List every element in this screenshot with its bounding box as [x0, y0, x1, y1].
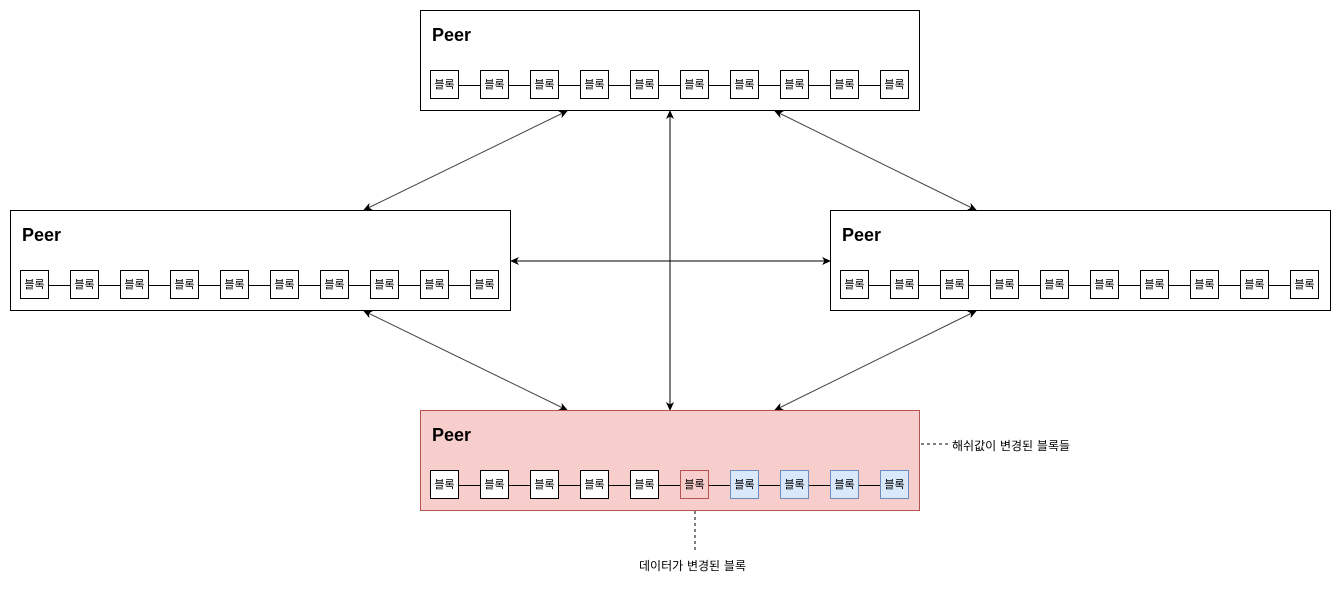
block: 블록 — [630, 70, 659, 99]
data-changed-label: 데이터가 변경된 블록 — [639, 559, 746, 573]
chain-link — [659, 485, 680, 486]
block: 블록 — [320, 270, 349, 299]
block-hash-changed: 블록 — [830, 470, 859, 499]
block: 블록 — [430, 470, 459, 499]
block: 블록 — [630, 470, 659, 499]
block: 블록 — [470, 270, 499, 299]
chain-link — [709, 85, 730, 86]
peer-left: Peer 블록 블록 블록 블록 블록 블록 블록 블록 블록 블록 — [10, 210, 511, 311]
block: 블록 — [940, 270, 969, 299]
block: 블록 — [20, 270, 49, 299]
chain-link — [559, 85, 580, 86]
block: 블록 — [170, 270, 199, 299]
chain-link — [199, 285, 220, 286]
chain-link — [1069, 285, 1090, 286]
block: 블록 — [480, 70, 509, 99]
block-chain: 블록 블록 블록 블록 블록 블록 블록 블록 블록 블록 — [430, 70, 910, 101]
chain-link — [1119, 285, 1140, 286]
block: 블록 — [430, 70, 459, 99]
block: 블록 — [840, 270, 869, 299]
edge-top-right — [774, 110, 977, 211]
block: 블록 — [270, 270, 299, 299]
chain-link — [559, 485, 580, 486]
edge-right-bottom — [774, 310, 977, 411]
chain-link — [859, 485, 880, 486]
block: 블록 — [1290, 270, 1319, 299]
block: 블록 — [370, 270, 399, 299]
peer-top: Peer 블록 블록 블록 블록 블록 블록 블록 블록 블록 블록 — [420, 10, 920, 111]
chain-link — [1019, 285, 1040, 286]
hash-changed-label: 해쉬값이 변경된 블록들 — [952, 439, 1071, 453]
chain-link — [449, 285, 470, 286]
chain-link — [809, 85, 830, 86]
peer-right: Peer 블록 블록 블록 블록 블록 블록 블록 블록 블록 블록 — [830, 210, 1331, 311]
block: 블록 — [530, 70, 559, 99]
block-hash-changed: 블록 — [730, 470, 759, 499]
block: 블록 — [1240, 270, 1269, 299]
edge-top-left — [363, 110, 568, 211]
block: 블록 — [1040, 270, 1069, 299]
chain-link — [149, 285, 170, 286]
chain-link — [299, 285, 320, 286]
peer-title: Peer — [432, 25, 472, 45]
peer-title: Peer — [842, 225, 882, 245]
block: 블록 — [120, 270, 149, 299]
chain-link — [509, 85, 530, 86]
block: 블록 — [880, 70, 909, 99]
peer-title: Peer — [22, 225, 62, 245]
block: 블록 — [730, 70, 759, 99]
chain-link — [1219, 285, 1240, 286]
block-chain: 블록 블록 블록 블록 블록 블록 블록 블록 블록 블록 — [20, 270, 500, 301]
chain-link — [49, 285, 70, 286]
peer-bottom-tampered: Peer 블록 블록 블록 블록 블록 블록 블록 블록 블록 블록 — [420, 410, 920, 511]
chain-link — [709, 485, 730, 486]
chain-link — [459, 85, 480, 86]
block: 블록 — [680, 70, 709, 99]
block: 블록 — [220, 270, 249, 299]
block-hash-changed: 블록 — [780, 470, 809, 499]
chain-link — [759, 85, 780, 86]
chain-link — [969, 285, 990, 286]
chain-link — [399, 285, 420, 286]
chain-link — [919, 285, 940, 286]
chain-link — [759, 485, 780, 486]
block: 블록 — [580, 470, 609, 499]
chain-link — [859, 85, 880, 86]
edge-left-bottom — [363, 310, 568, 411]
block: 블록 — [830, 70, 859, 99]
block: 블록 — [70, 270, 99, 299]
block: 블록 — [1140, 270, 1169, 299]
block: 블록 — [420, 270, 449, 299]
chain-link — [459, 485, 480, 486]
chain-link — [809, 485, 830, 486]
chain-link — [249, 285, 270, 286]
block: 블록 — [780, 70, 809, 99]
block: 블록 — [1090, 270, 1119, 299]
block: 블록 — [580, 70, 609, 99]
block-hash-changed: 블록 — [880, 470, 909, 499]
chain-link — [609, 85, 630, 86]
chain-link — [349, 285, 370, 286]
block: 블록 — [1190, 270, 1219, 299]
chain-link — [99, 285, 120, 286]
block-chain: 블록 블록 블록 블록 블록 블록 블록 블록 블록 블록 — [430, 470, 910, 501]
chain-link — [509, 485, 530, 486]
block: 블록 — [530, 470, 559, 499]
block: 블록 — [990, 270, 1019, 299]
block-chain: 블록 블록 블록 블록 블록 블록 블록 블록 블록 블록 — [840, 270, 1320, 301]
chain-link — [659, 85, 680, 86]
chain-link — [869, 285, 890, 286]
chain-link — [609, 485, 630, 486]
block: 블록 — [480, 470, 509, 499]
block: 블록 — [890, 270, 919, 299]
chain-link — [1269, 285, 1290, 286]
chain-link — [1169, 285, 1190, 286]
peer-title: Peer — [432, 425, 472, 445]
block-data-changed: 블록 — [680, 470, 709, 499]
